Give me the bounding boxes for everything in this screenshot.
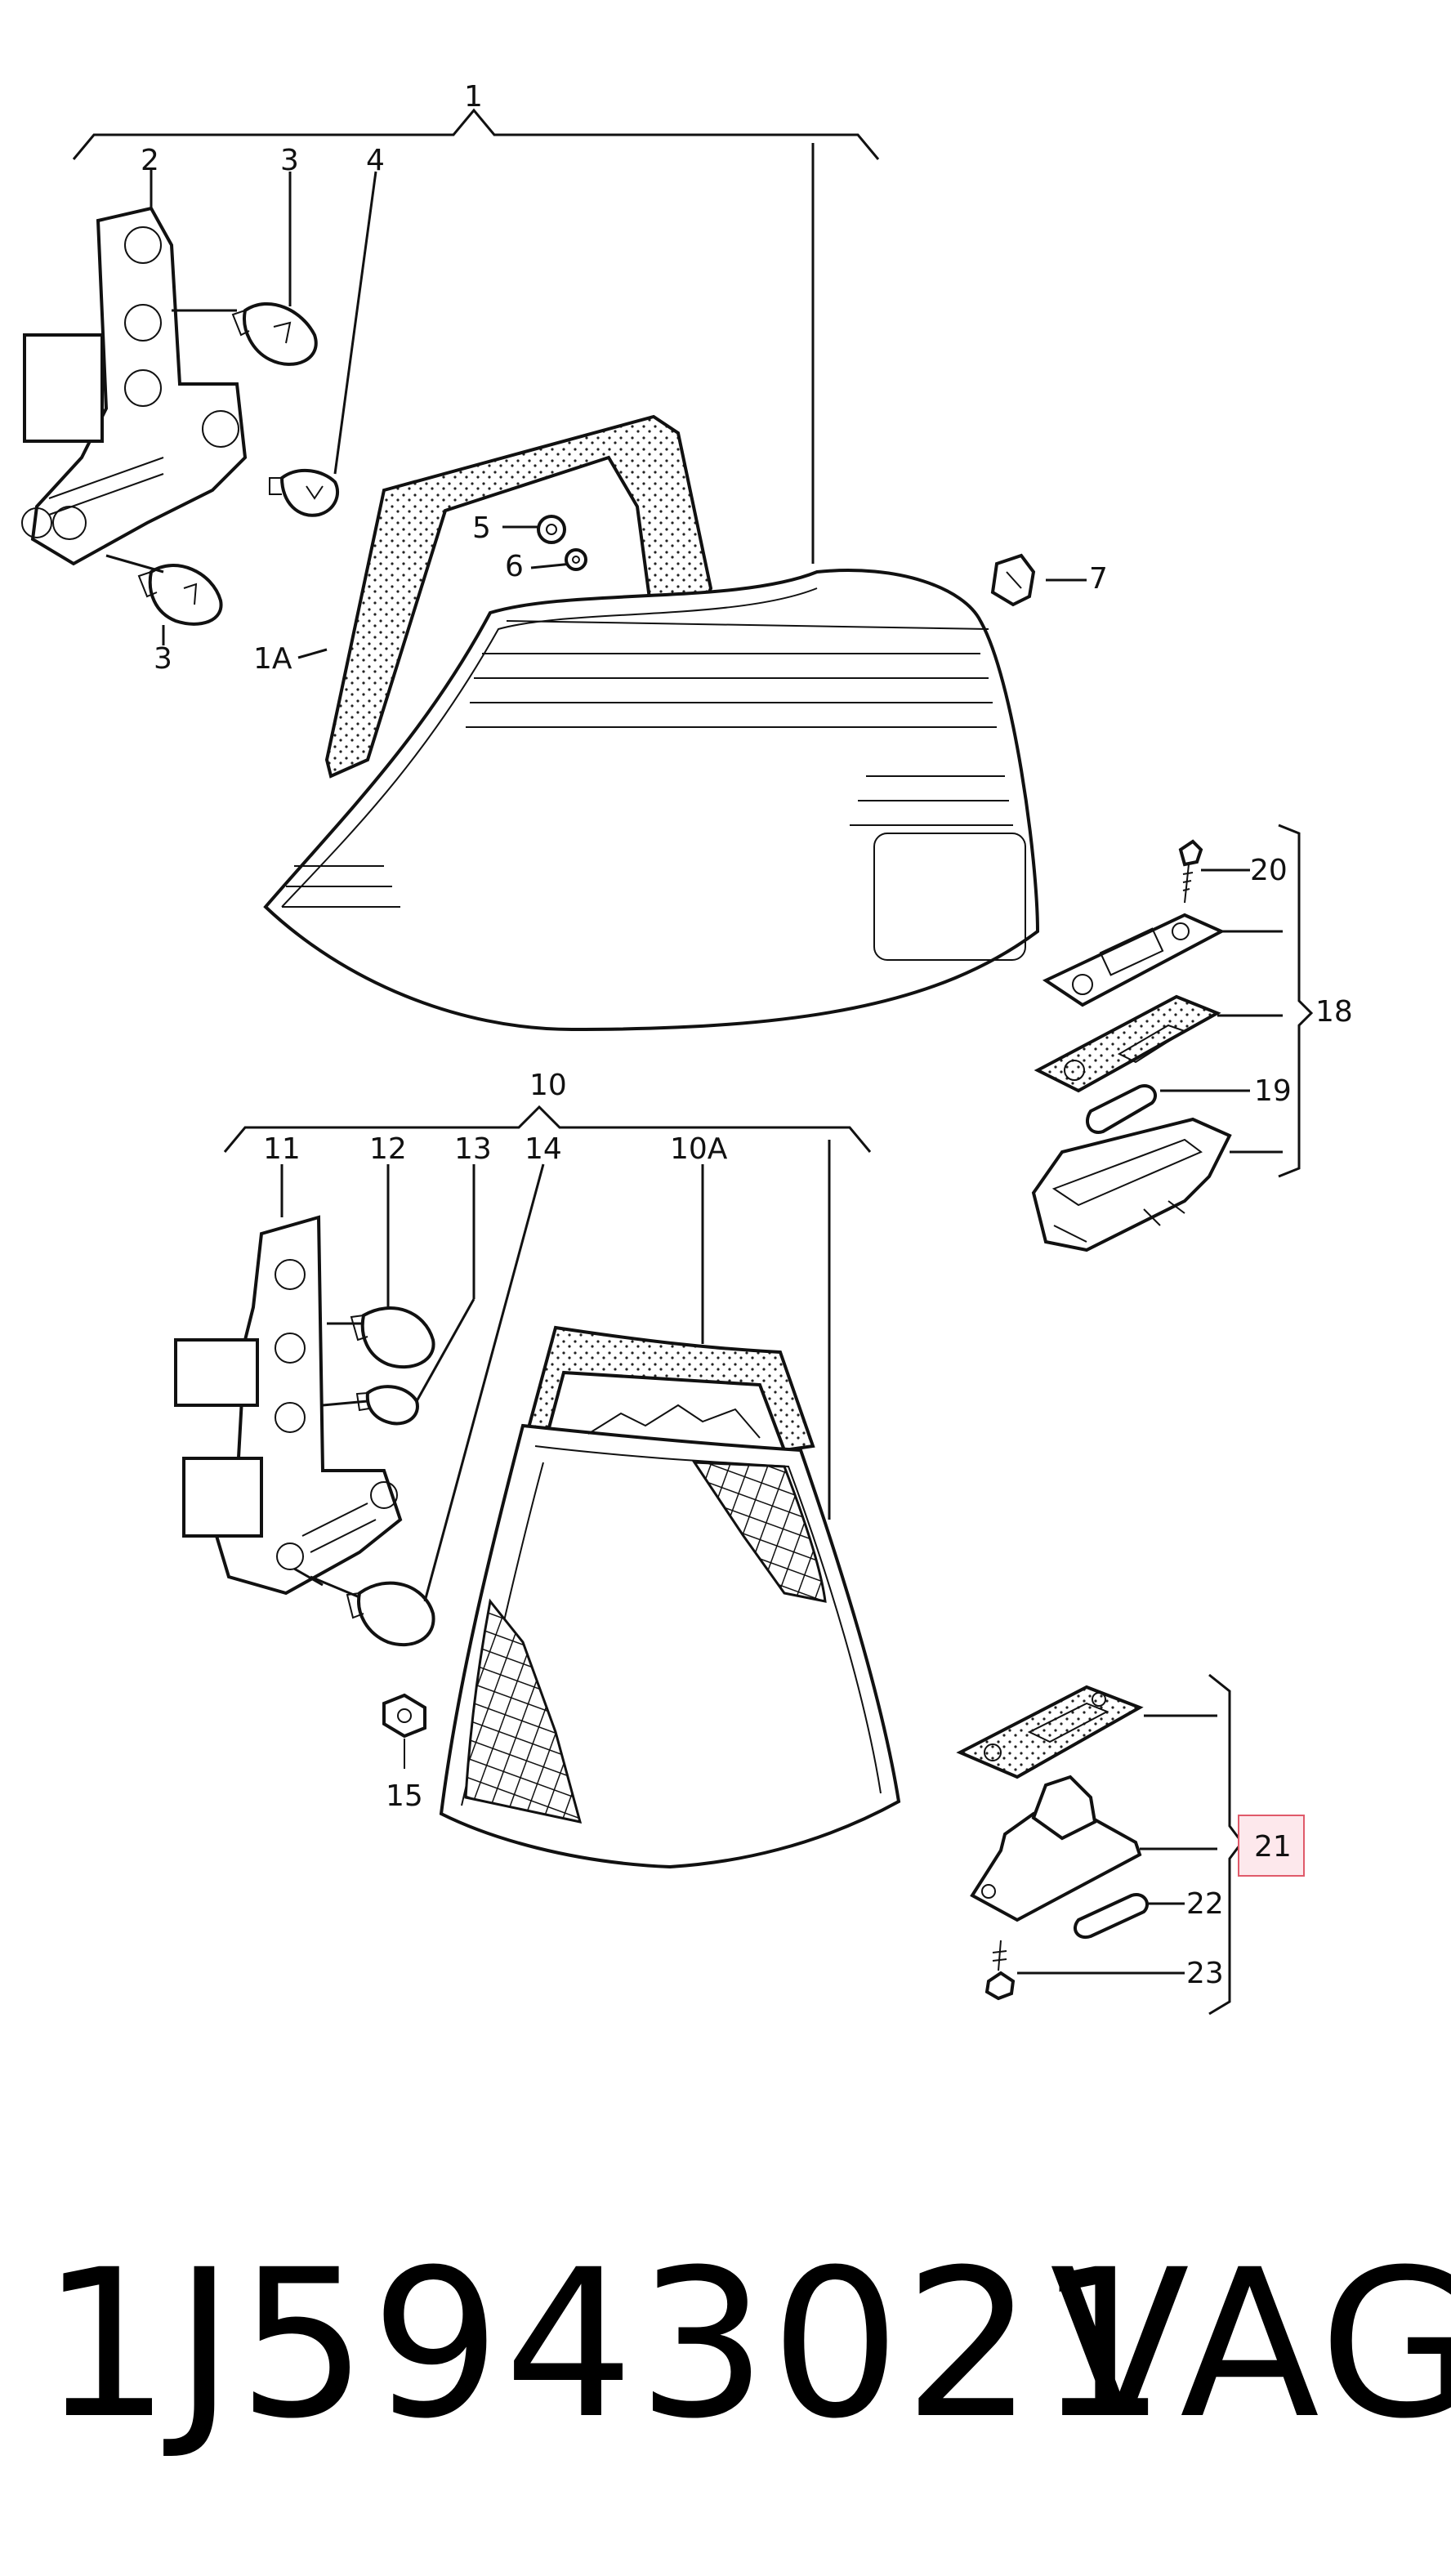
nut-5 <box>537 515 566 544</box>
bulb-12 <box>350 1306 435 1369</box>
label-2: 2 <box>141 144 159 177</box>
bulb-4 <box>269 468 340 517</box>
label-10: 10 <box>529 1069 567 1102</box>
label-4: 4 <box>366 144 385 177</box>
label-12: 12 <box>369 1132 407 1166</box>
label-18: 18 <box>1315 995 1353 1029</box>
bulb-22 <box>1074 1893 1149 1940</box>
label-6: 6 <box>505 550 524 583</box>
lamp-cover <box>1042 913 1226 1007</box>
bulb-3-top <box>231 301 318 366</box>
screw-20 <box>1178 839 1203 904</box>
screw-23 <box>984 1940 1016 2001</box>
license-plate-light-group-18: 20 18 19 <box>1031 824 1353 1252</box>
nut-15 <box>382 1693 426 1769</box>
license-plate-light-group-21: 21 22 23 <box>956 1673 1305 2016</box>
label-7: 7 <box>1089 562 1108 596</box>
label-22: 22 <box>1186 1887 1224 1921</box>
washer-6 <box>565 548 587 571</box>
tail-light-lens <box>263 569 1040 1032</box>
brand-name: VAG <box>1050 2226 1451 2463</box>
corner-light-group: 10 11 12 13 14 10A 15 <box>174 1069 901 1869</box>
label-3-bottom: 3 <box>154 642 172 676</box>
label-19: 19 <box>1254 1074 1292 1108</box>
bulb-14 <box>346 1581 435 1647</box>
gasket-1a <box>324 414 713 779</box>
footer-caption: 1J5943021 VAG <box>0 2239 1451 2451</box>
screw-7 <box>990 553 1036 607</box>
lamp-21-gasket <box>956 1685 1144 1779</box>
label-13: 13 <box>454 1132 492 1166</box>
label-15: 15 <box>386 1779 423 1813</box>
corner-lens-mesh-bottom <box>464 1598 583 1824</box>
label-23: 23 <box>1186 1957 1224 1990</box>
corner-lens-mesh-top <box>692 1461 827 1603</box>
bulb-3-bottom <box>137 564 223 626</box>
label-21: 21 <box>1254 1830 1292 1864</box>
label-3-top: 3 <box>280 144 299 177</box>
bracket-1 <box>72 108 880 160</box>
bulb-13 <box>355 1385 419 1426</box>
label-1: 1 <box>464 80 483 114</box>
bulb-holder <box>30 206 248 566</box>
label-20: 20 <box>1250 854 1288 887</box>
part-number: 1J5943021 <box>41 2226 1171 2463</box>
label-10a: 10A <box>670 1132 728 1166</box>
label-14: 14 <box>525 1132 562 1166</box>
tail-light-group: 1 2 3 4 3 1A 5 6 7 <box>21 80 1108 1032</box>
bracket-18 <box>1278 824 1314 1178</box>
bulb-19 <box>1086 1084 1157 1134</box>
lamp-gasket <box>1034 994 1221 1093</box>
lamp-housing <box>1031 1117 1232 1252</box>
label-1a: 1A <box>253 642 292 676</box>
reverse-lamp-window <box>873 833 1026 961</box>
highlight-box-21 <box>1238 1815 1305 1877</box>
bracket-10 <box>223 1105 872 1153</box>
label-5: 5 <box>472 511 491 545</box>
label-11: 11 <box>263 1132 301 1166</box>
